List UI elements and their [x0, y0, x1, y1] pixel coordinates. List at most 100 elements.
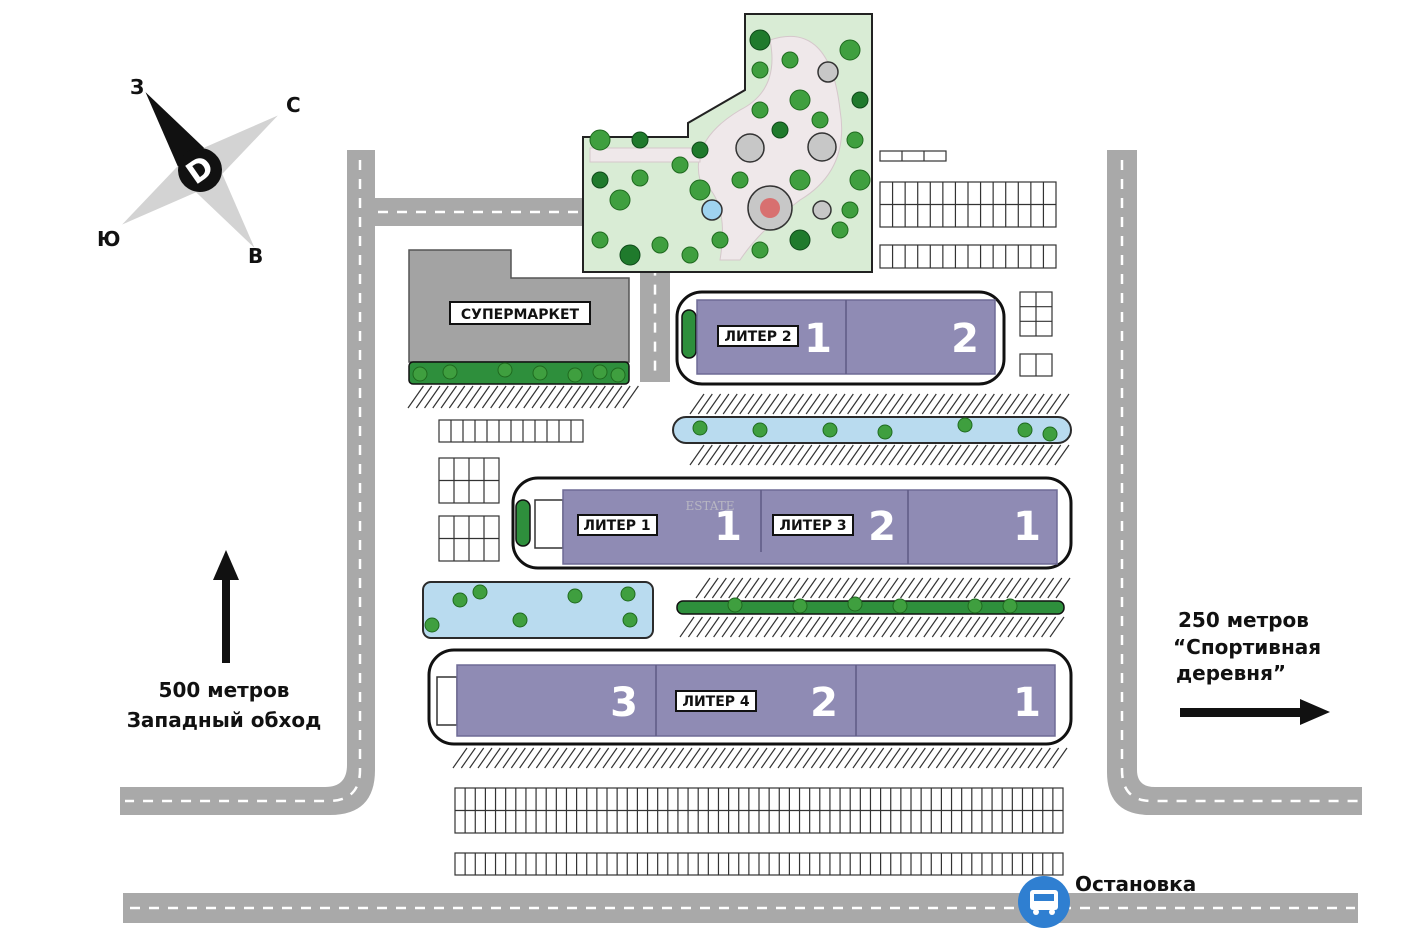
park-round-plaza-3	[817, 61, 839, 83]
liter-4-section-3: 3	[610, 680, 638, 726]
tree-icon	[591, 231, 609, 249]
tree-icon	[589, 129, 611, 151]
tree-icon	[671, 156, 689, 174]
liter-4-section-2: 2	[810, 680, 838, 726]
tree-icon	[691, 141, 709, 159]
park-pond	[701, 199, 723, 221]
arrow-up-icon	[213, 550, 239, 663]
tree-icon	[497, 362, 513, 378]
liter-3-section-1: 1	[1013, 504, 1041, 550]
east-distance: 250 метров	[1178, 608, 1309, 632]
courtyard-strip-1	[672, 416, 1072, 444]
bus-icon	[1030, 890, 1058, 915]
parking-east-top	[879, 181, 1057, 228]
parking-east-mid	[879, 244, 1057, 269]
tree-icon	[412, 366, 428, 382]
liter-1-section-1: 1	[714, 504, 742, 550]
park-trees	[589, 29, 871, 266]
liter-1-3-block: ЛИТЕР 1 ЛИТЕР 3 1 2 1	[511, 476, 1073, 570]
tree-icon	[424, 617, 440, 633]
parking-east-small-2	[1019, 353, 1053, 377]
courtyard-trees	[412, 362, 1058, 633]
liter-4-section-1: 1	[1013, 680, 1041, 726]
liter-1-hedge	[515, 499, 531, 547]
roads	[120, 150, 1362, 923]
parking-row-west-1	[438, 419, 584, 443]
park-round-plaza-1	[807, 132, 837, 162]
tree-icon	[692, 420, 708, 436]
tree-icon	[610, 367, 626, 383]
bus-stop-label: Остановка	[1075, 872, 1196, 896]
park	[582, 13, 873, 273]
compass-icon: D	[122, 92, 278, 248]
compass-north-letter: С	[286, 93, 301, 117]
tree-icon	[442, 364, 458, 380]
east-destination-line1: “Спортивная	[1173, 635, 1321, 659]
tree-icon	[749, 29, 771, 51]
liter-4-label-box	[675, 690, 757, 712]
liter-3-label: ЛИТЕР 3	[779, 518, 846, 534]
tree-icon	[452, 592, 468, 608]
parking-areas	[407, 150, 1071, 876]
tree-icon	[751, 61, 769, 79]
road-west	[120, 150, 375, 815]
tree-icon	[847, 596, 863, 612]
tree-icon	[841, 201, 859, 219]
bus-stop[interactable]	[1018, 876, 1070, 928]
liter-2-hedge	[681, 309, 697, 359]
parking-diag-2	[689, 444, 1070, 466]
west-destination: Западный обход	[127, 708, 322, 732]
tree-icon	[532, 365, 548, 381]
parking-diag-5	[452, 747, 1068, 769]
tree-icon	[839, 39, 861, 61]
tree-icon	[967, 598, 983, 614]
tree-icon	[631, 169, 649, 187]
liter-2-label: ЛИТЕР 2	[724, 329, 791, 345]
parking-top-small	[879, 150, 947, 162]
tree-icon	[689, 179, 711, 201]
liter-3-section-2: 2	[868, 504, 896, 550]
tree-icon	[592, 364, 608, 380]
tree-icon	[751, 241, 769, 259]
courtyards	[412, 362, 1072, 639]
tree-icon	[771, 121, 789, 139]
tree-icon	[789, 229, 811, 251]
parking-south-grid	[454, 787, 1064, 834]
liter-4-block: ЛИТЕР 4 3 2 1	[427, 648, 1073, 746]
park-fountain-center	[760, 198, 780, 218]
west-distance: 500 метров	[159, 678, 290, 702]
compass-east-letter: В	[248, 244, 263, 268]
tree-icon	[792, 598, 808, 614]
tree-icon	[591, 171, 609, 189]
liter-2-section-1: 1	[804, 316, 832, 362]
liter-4-label: ЛИТЕР 4	[682, 694, 750, 710]
road-west-markings	[125, 160, 362, 803]
park-walkway	[589, 147, 701, 163]
tree-icon	[472, 584, 488, 600]
tree-icon	[622, 612, 638, 628]
park-round-plaza-2	[735, 133, 765, 163]
parking-west-grid-1	[438, 457, 500, 504]
supermarket-label-box	[449, 301, 591, 325]
tree-icon	[789, 89, 811, 111]
parking-west-grid-2	[438, 515, 500, 562]
tree-icon	[631, 131, 649, 149]
parking-diag-4	[679, 616, 1065, 638]
parking-east-small-1	[1019, 291, 1053, 337]
tree-icon	[892, 598, 908, 614]
tree-icon	[851, 91, 869, 109]
road-east	[1107, 150, 1362, 815]
tree-icon	[811, 111, 829, 129]
tree-icon	[751, 101, 769, 119]
east-destination-line2: деревня”	[1176, 661, 1286, 685]
courtyard-playground	[422, 581, 654, 639]
tree-icon	[1017, 422, 1033, 438]
tree-icon	[877, 424, 893, 440]
tree-icon	[567, 367, 583, 383]
compass-west-letter: З	[130, 75, 144, 99]
liter-2-section-2: 2	[951, 316, 979, 362]
tree-icon	[752, 422, 768, 438]
liter-1-annex	[534, 499, 564, 549]
parking-diag-3	[695, 577, 1071, 599]
tree-icon	[711, 231, 729, 249]
